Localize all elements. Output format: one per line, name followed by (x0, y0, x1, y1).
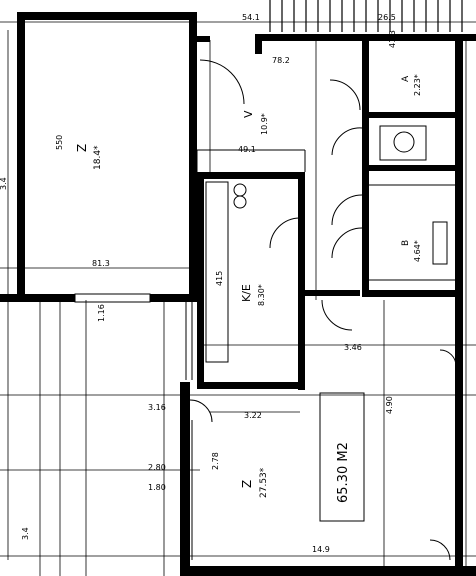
thin-lines (74, 125, 455, 560)
dim-label: 81.3 (92, 259, 110, 268)
room-living-letter: Z (240, 480, 254, 488)
dim-label: 3.4 (0, 177, 8, 190)
room-kitchen-letter: K/E (240, 284, 253, 302)
dim-label: 4.90 (385, 396, 394, 414)
dim-label: 3.22 (244, 411, 262, 420)
room-left-area: 18.4* (93, 145, 103, 170)
room-bath-area: 4.64* (413, 240, 422, 262)
dim-label: 14.9 (312, 545, 330, 554)
room-hall-area: 10.9* (260, 113, 269, 135)
dim-label: 3.16 (148, 403, 166, 412)
dim-label: 1.80 (148, 483, 166, 492)
dim-label: 26.5 (378, 13, 396, 22)
dimension-labels: 54.1 26.5 78.2 550 81.3 49.1 41.3 415 1.… (0, 13, 397, 554)
room-hall-letter: V (242, 110, 255, 118)
room-kitchen-area: 8.30* (257, 284, 266, 306)
dim-label: 3.46 (344, 343, 362, 352)
dim-label: 1.16 (97, 304, 106, 322)
dim-label: 3.4 (21, 527, 30, 540)
area-box (319, 392, 365, 522)
dim-label: 49.1 (238, 145, 256, 154)
dim-label: 41.3 (388, 30, 397, 48)
top-hatching (269, 0, 463, 32)
dim-label: 2.80 (148, 463, 166, 472)
dim-label: 78.2 (272, 56, 290, 65)
door-swings (189, 59, 457, 561)
room-living-area: 27.53* (259, 467, 269, 498)
total-area-label: 65.30 M2 (336, 442, 351, 503)
dim-label: 2.78 (211, 452, 220, 470)
room-wc-letter: A (401, 75, 411, 82)
room-wc-area: 2.23* (413, 74, 422, 96)
room-bath-letter: B (401, 240, 411, 246)
dimension-lines (0, 21, 476, 576)
dim-label: 415 (215, 271, 224, 286)
room-left-letter: Z (75, 144, 89, 152)
dim-label: 550 (55, 135, 64, 150)
dim-label: 54.1 (242, 13, 260, 22)
walls (0, 12, 476, 576)
